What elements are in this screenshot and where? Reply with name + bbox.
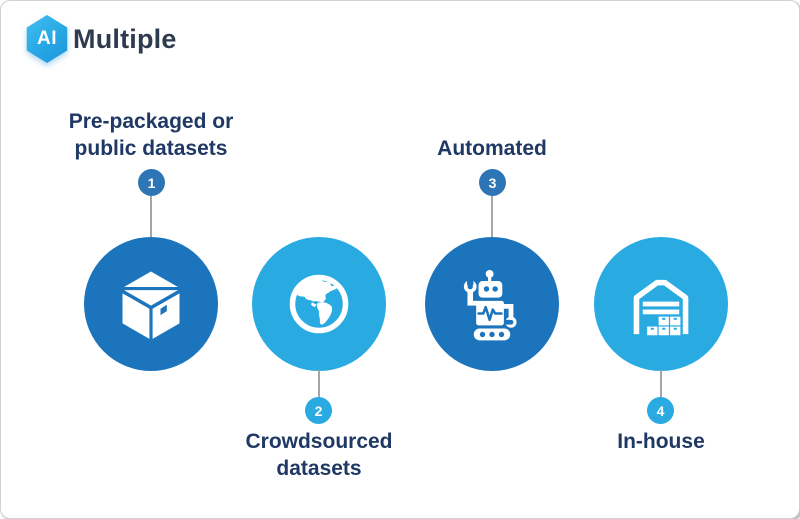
item-label: Pre-packaged or public datasets [31, 108, 271, 162]
item-circle [594, 237, 728, 371]
globe-icon [289, 274, 349, 334]
item-label-line: In-house [617, 430, 705, 453]
step-badge: 1 [138, 169, 165, 196]
item-label: In-house [541, 428, 781, 455]
step-badge: 4 [647, 397, 674, 424]
step-badge: 2 [305, 397, 332, 424]
item-circle [252, 237, 386, 371]
warehouse-icon [633, 279, 689, 336]
logo-hexagon-icon: AI [25, 15, 69, 63]
item-label-line: Automated [437, 137, 547, 160]
connector-line [318, 370, 320, 398]
item-label: Crowdsourced datasets [199, 428, 439, 482]
item-label-line: Crowdsourced [245, 430, 393, 453]
logo-mark: AI [37, 28, 57, 49]
item-circle [84, 237, 218, 371]
connector-line [491, 196, 493, 238]
item-label-line: public datasets [74, 137, 228, 160]
logo-wordmark: Multiple [73, 23, 177, 54]
connector-line [660, 370, 662, 398]
item-label-line: Pre-packaged or [68, 110, 234, 133]
package-icon [122, 271, 180, 339]
item-label: Automated [372, 135, 612, 162]
item-label-line: datasets [276, 457, 362, 480]
aimultiple-logo: AI Multiple [25, 15, 177, 63]
step-badge: 3 [479, 169, 506, 196]
item-circle [425, 237, 559, 371]
connector-line [150, 196, 152, 238]
robot-icon [463, 269, 517, 341]
